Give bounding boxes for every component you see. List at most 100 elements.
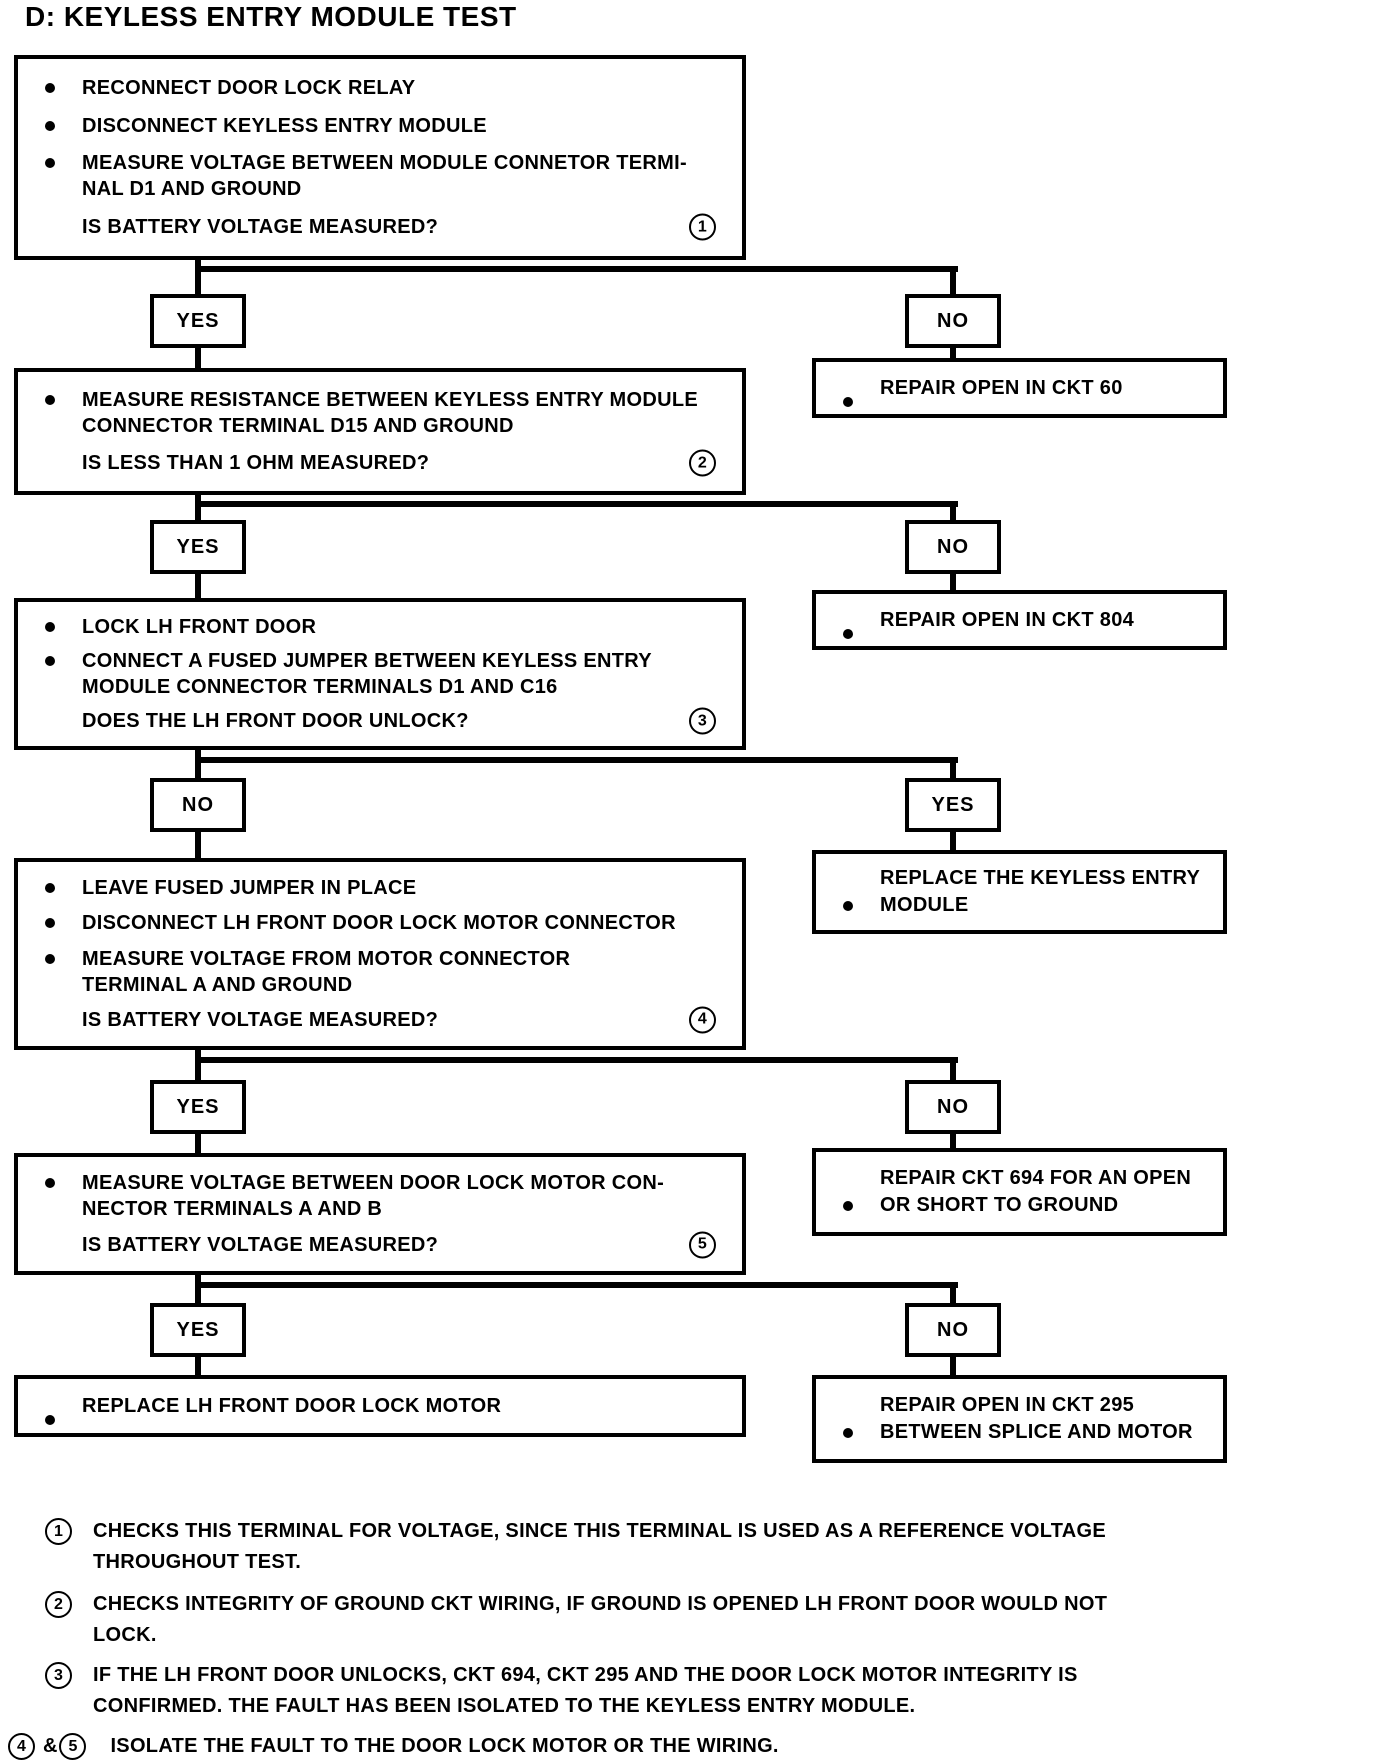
note-ref-2-icon: 2	[689, 449, 716, 477]
step5-bullet-1: MEASURE VOLTAGE BETWEEN DOOR LOCK MOTOR …	[18, 1170, 742, 1222]
step1-bullet-2: DISCONNECT KEYLESS ENTRY MODULE	[18, 113, 742, 139]
note-ref-3-icon: 3	[689, 707, 716, 735]
bullet-icon	[843, 1428, 853, 1438]
bullet-icon	[45, 1178, 55, 1189]
action-repair-ckt804: REPAIR OPEN IN CKT 804	[812, 590, 1227, 650]
step-box-4: LEAVE FUSED JUMPER IN PLACE DISCONNECT L…	[14, 858, 746, 1050]
decision-no-2: NO	[905, 520, 1001, 574]
bullet-text: RECONNECT DOOR LOCK RELAY	[82, 76, 416, 99]
bullet-text: DISCONNECT KEYLESS ENTRY MODULE	[82, 114, 487, 137]
footnote-3: 3 IF THE LH FRONT DOOR UNLOCKS, CKT 694,…	[0, 1660, 1078, 1722]
bullet-icon	[843, 901, 853, 911]
decision-no-1: NO	[905, 294, 1001, 348]
connector	[195, 757, 958, 763]
bullet-icon	[45, 395, 55, 405]
note-4-circle-icon: 4	[8, 1733, 35, 1760]
connector	[195, 495, 201, 520]
note-5-circle-icon: 5	[59, 1733, 87, 1760]
decision-no-5: NO	[905, 1303, 1001, 1357]
bullet-text: MEASURE VOLTAGE BETWEEN DOOR LOCK MOTOR …	[82, 1172, 665, 1195]
step5-question: IS BATTERY VOLTAGE MEASURED? 5	[18, 1231, 742, 1259]
connector	[950, 266, 956, 294]
note-1-circle-icon: 1	[45, 1518, 72, 1545]
connector	[950, 348, 956, 358]
connector	[195, 501, 958, 507]
bullet-icon	[45, 82, 55, 93]
bullet-text: MODULE CONNECTOR TERMINALS D1 AND C16	[82, 676, 558, 698]
action-replace-module: REPLACE THE KEYLESS ENTRY MODULE	[812, 850, 1227, 934]
note-ref-4-icon: 4	[689, 1006, 716, 1034]
bullet-text: MEASURE VOLTAGE FROM MOTOR CONNECTOR	[82, 947, 571, 970]
decision-yes-4: YES	[150, 1080, 246, 1134]
bullet-text: DISCONNECT LH FRONT DOOR LOCK MOTOR CONN…	[82, 912, 676, 935]
footnote-2: 2 CHECKS INTEGRITY OF GROUND CKT WIRING,…	[0, 1589, 1107, 1651]
bullet-text: CONNECTOR TERMINAL D15 AND GROUND	[82, 415, 514, 437]
decision-yes-2: YES	[150, 520, 246, 574]
bullet-text: MEASURE RESISTANCE BETWEEN KEYLESS ENTRY…	[82, 389, 699, 411]
bullet-text: LEAVE FUSED JUMPER IN PLACE	[82, 877, 417, 900]
action-repair-ckt295: REPAIR OPEN IN CKT 295 BETWEEN SPLICE AN…	[812, 1375, 1227, 1463]
bullet-icon	[843, 629, 853, 639]
connector	[195, 348, 201, 368]
step2-question: IS LESS THAN 1 OHM MEASURED? 2	[18, 449, 742, 477]
bullet-text: TERMINAL A AND GROUND	[82, 973, 353, 996]
bullet-icon	[45, 953, 55, 964]
step3-bullet-1: LOCK LH FRONT DOOR	[18, 614, 742, 640]
step-box-5: MEASURE VOLTAGE BETWEEN DOOR LOCK MOTOR …	[14, 1153, 746, 1275]
question-text: DOES THE LH FRONT DOOR UNLOCK?	[82, 710, 469, 732]
step-box-2: MEASURE RESISTANCE BETWEEN KEYLESS ENTRY…	[14, 368, 746, 495]
step-box-1: RECONNECT DOOR LOCK RELAY DISCONNECT KEY…	[14, 55, 746, 260]
step1-question: IS BATTERY VOLTAGE MEASURED? 1	[18, 213, 742, 241]
connector	[950, 832, 956, 850]
note-2-circle-icon: 2	[45, 1591, 72, 1618]
step1-bullet-3: MEASURE VOLTAGE BETWEEN MODULE CONNETOR …	[18, 150, 742, 202]
note-ref-5-icon: 5	[689, 1231, 716, 1259]
bullet-text: NAL D1 AND GROUND	[82, 178, 302, 201]
bullet-text: CONNECT A FUSED JUMPER BETWEEN KEYLESS E…	[82, 650, 652, 672]
bullet-text: LOCK LH FRONT DOOR	[82, 616, 317, 638]
note-ref-1-icon: 1	[689, 213, 716, 241]
connector	[950, 1282, 956, 1303]
question-text: IS BATTERY VOLTAGE MEASURED?	[82, 1008, 439, 1031]
connector	[195, 832, 201, 858]
bullet-icon	[45, 1415, 55, 1425]
question-text: IS BATTERY VOLTAGE MEASURED?	[82, 216, 439, 239]
action-repair-ckt60: REPAIR OPEN IN CKT 60	[812, 358, 1227, 418]
footnote-1: 1 CHECKS THIS TERMINAL FOR VOLTAGE, SINC…	[0, 1516, 1106, 1578]
decision-yes-1: YES	[150, 294, 246, 348]
bullet-text: MEASURE VOLTAGE BETWEEN MODULE CONNETOR …	[82, 152, 687, 175]
connector	[195, 574, 201, 598]
bullet-icon	[45, 918, 55, 929]
step4-bullet-3: MEASURE VOLTAGE FROM MOTOR CONNECTOR TER…	[18, 946, 742, 998]
bullet-icon	[45, 622, 55, 632]
page-title: D: KEYLESS ENTRY MODULE TEST	[25, 1, 517, 32]
connector	[195, 260, 201, 294]
connector	[195, 1282, 958, 1288]
bullet-icon	[45, 120, 55, 131]
connector	[950, 757, 956, 778]
decision-yes-3: YES	[905, 778, 1001, 832]
connector	[195, 1134, 201, 1153]
footnote-4-5: 4 & 5 ISOLATE THE FAULT TO THE DOOR LOCK…	[0, 1731, 779, 1762]
bullet-icon	[843, 397, 853, 407]
question-text: IS BATTERY VOLTAGE MEASURED?	[82, 1233, 439, 1256]
question-text: IS LESS THAN 1 OHM MEASURED?	[82, 452, 430, 474]
connector	[950, 1357, 956, 1375]
step3-question: DOES THE LH FRONT DOOR UNLOCK? 3	[18, 707, 742, 735]
step4-question: IS BATTERY VOLTAGE MEASURED? 4	[18, 1006, 742, 1034]
bullet-icon	[45, 656, 55, 666]
action-replace-motor: REPLACE LH FRONT DOOR LOCK MOTOR	[14, 1375, 746, 1437]
connector	[950, 501, 956, 520]
connector	[195, 1357, 201, 1375]
step4-bullet-2: DISCONNECT LH FRONT DOOR LOCK MOTOR CONN…	[18, 910, 742, 936]
step2-bullet-1: MEASURE RESISTANCE BETWEEN KEYLESS ENTRY…	[18, 387, 742, 439]
step1-bullet-1: RECONNECT DOOR LOCK RELAY	[18, 75, 742, 101]
connector	[195, 750, 201, 778]
ampersand: &	[43, 1735, 58, 1757]
connector	[195, 266, 958, 272]
connector	[195, 1050, 201, 1080]
bullet-icon	[45, 883, 55, 894]
bullet-icon	[843, 1201, 853, 1211]
note-3-circle-icon: 3	[45, 1662, 72, 1689]
decision-yes-5: YES	[150, 1303, 246, 1357]
